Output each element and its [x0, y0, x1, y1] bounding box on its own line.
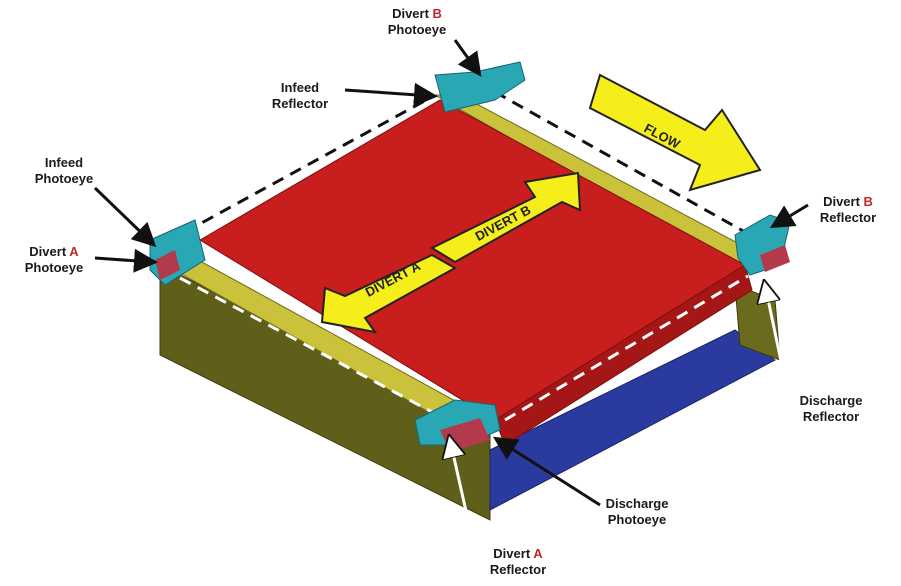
label-line1: Discharge	[605, 496, 669, 511]
label-line2: Photoeye	[24, 260, 84, 275]
label-word: Divert	[493, 546, 531, 561]
label-letter: B	[432, 6, 442, 21]
label-letter: A	[69, 244, 79, 259]
label-line2: Reflector	[819, 210, 877, 225]
label-line1: Discharge	[799, 393, 863, 408]
label-infeed-reflector: Infeed Reflector	[262, 80, 338, 112]
label-divert-a-reflector: Divert A Reflector	[478, 546, 558, 578]
label-infeed-photoeye: Infeed Photoeye	[26, 155, 102, 187]
beam-lines	[179, 90, 749, 422]
label-word: Divert	[823, 194, 860, 209]
leader-divert-b-photoeye	[453, 39, 482, 77]
leader-infeed-photoeye	[93, 186, 157, 248]
leader-divert-b-reflector	[769, 203, 809, 229]
bracket-divert-b	[434, 61, 526, 113]
label-discharge-reflector: Discharge Reflector	[786, 393, 876, 425]
label-line1: Infeed	[44, 155, 84, 170]
label-line1: Infeed	[280, 80, 320, 95]
leader-infeed-reflector	[344, 82, 438, 107]
leader-discharge-reflector	[765, 285, 787, 381]
label-line2: Photoeye	[607, 512, 667, 527]
label-divert-a-photoeye: Divert A Photoeye	[16, 244, 92, 276]
belt-underside	[489, 329, 776, 511]
label-letter: A	[533, 546, 543, 561]
label-word: Divert	[29, 244, 67, 259]
beam-discharge	[504, 274, 749, 422]
leader-divert-a-photoeye	[94, 248, 158, 273]
label-line2: Reflector	[802, 409, 860, 424]
discharge-roller	[494, 264, 753, 446]
flow-arrow: FLOW	[588, 73, 762, 192]
bracket-infeed	[149, 219, 206, 286]
label-divert-b-photoeye: Divert B Photoeye	[378, 6, 456, 38]
beam-divert-b	[494, 90, 746, 234]
label-line2: Photoeye	[387, 22, 447, 37]
label-line2: Reflector	[271, 96, 329, 111]
label-line2: Photoeye	[34, 171, 94, 186]
label-word: Divert	[392, 6, 429, 21]
label-line2: Reflector	[489, 562, 547, 577]
beam-divert-a	[179, 276, 433, 414]
leader-divert-a-reflector	[450, 440, 470, 521]
label-divert-b-reflector: Divert B Reflector	[808, 194, 888, 226]
beam-infeed	[184, 96, 431, 234]
leader-discharge-photoeye	[492, 436, 601, 507]
label-letter: B	[863, 194, 873, 209]
leader-lines	[93, 39, 809, 521]
bracket-divert-b-reflector	[734, 214, 791, 276]
label-discharge-photoeye: Discharge Photoeye	[592, 496, 682, 528]
